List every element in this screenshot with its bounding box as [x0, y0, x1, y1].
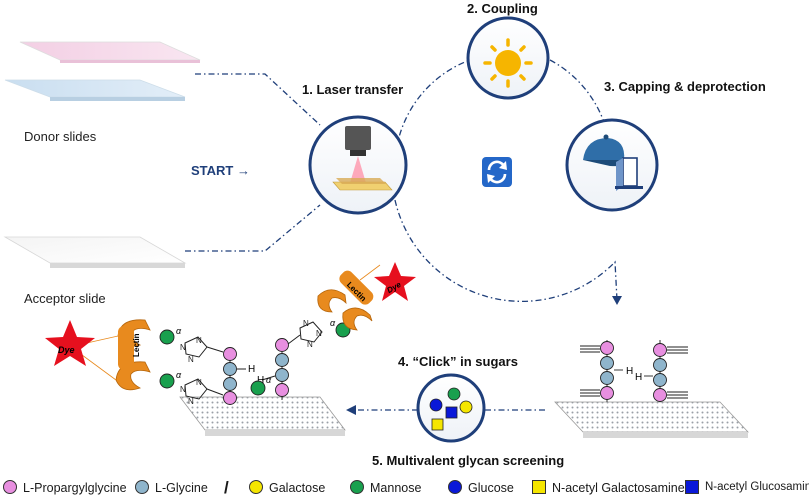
alpha-label: α: [176, 370, 182, 380]
lectin-right: Lectin: [317, 264, 381, 331]
arrow-left: [346, 405, 356, 415]
step3-label: 3. Capping & deprotection: [604, 79, 766, 94]
acceptor-slide-label: Acceptor slide: [24, 291, 106, 306]
step2-label: 2. Coupling: [467, 1, 538, 16]
laser-transfer-circle: [308, 115, 408, 215]
h-label: H: [635, 372, 642, 383]
start-label: START →: [191, 163, 250, 178]
cycle-icon: [482, 157, 512, 187]
legend-label: Galactose: [269, 481, 326, 495]
diagram-svg: H H NNN NNN NNN: [3, 16, 749, 443]
svg-text:N: N: [303, 319, 309, 328]
galactose-swatch: [249, 480, 263, 494]
h-label: H: [248, 364, 255, 375]
propargylglycine-swatch: [3, 480, 17, 494]
h-label: H: [626, 366, 633, 377]
h-label: H: [257, 375, 264, 386]
capping-circle: [565, 118, 659, 212]
peptide-plate-right: H H: [554, 340, 749, 438]
legend-label: L-Glycine: [155, 481, 208, 495]
donor-slides-label: Donor slides: [24, 129, 97, 144]
sugars-circle: [416, 373, 486, 443]
legend-separator: /: [224, 478, 229, 497]
svg-text:N: N: [196, 336, 202, 345]
svg-text:N: N: [196, 378, 202, 387]
svg-text:N: N: [180, 385, 186, 394]
laser-icon: [332, 126, 393, 191]
legend-label: Glucose: [468, 481, 514, 495]
dye-label: Dye: [58, 345, 75, 355]
alpha-label: α: [176, 326, 182, 336]
legend: L-Propargylglycine L-Glycine / Galactose…: [0, 478, 809, 500]
alpha-label: α: [330, 318, 336, 328]
mannose-swatch: [350, 480, 364, 494]
dye-right: Dye: [374, 262, 416, 301]
svg-text:N: N: [188, 397, 194, 406]
svg-text:N: N: [180, 343, 186, 352]
dye-left: Dye: [45, 320, 95, 366]
lectin-left: Lectin: [77, 319, 151, 391]
acceptor-slide: [3, 236, 187, 268]
glcnac-swatch: [685, 480, 699, 494]
arrow-down: [612, 296, 622, 305]
donor-slides: [4, 41, 201, 101]
legend-label: L-Propargylglycine: [23, 481, 127, 495]
step4-label: 4. “Click” in sugars: [398, 354, 518, 369]
sun-icon: [483, 38, 533, 88]
step5-label: 5. Multivalent glycan screening: [372, 453, 565, 468]
alpha-label: α: [266, 375, 272, 385]
legend-label: Mannose: [370, 481, 422, 495]
glucose-swatch: [448, 480, 462, 494]
glycine-swatch: [135, 480, 149, 494]
galnac-swatch: [532, 480, 546, 494]
coupling-circle: [466, 16, 550, 100]
cap-and-door-icon: [583, 134, 643, 191]
lectin-label: Lectin: [132, 333, 141, 357]
legend-label: N-acetyl Glucosamine: [705, 481, 809, 493]
svg-text:N: N: [316, 329, 322, 338]
step1-label: 1. Laser transfer: [302, 82, 404, 97]
legend-label: N-acetyl Galactosamine: [552, 481, 685, 495]
svg-text:N: N: [307, 340, 313, 349]
svg-text:N: N: [188, 355, 194, 364]
